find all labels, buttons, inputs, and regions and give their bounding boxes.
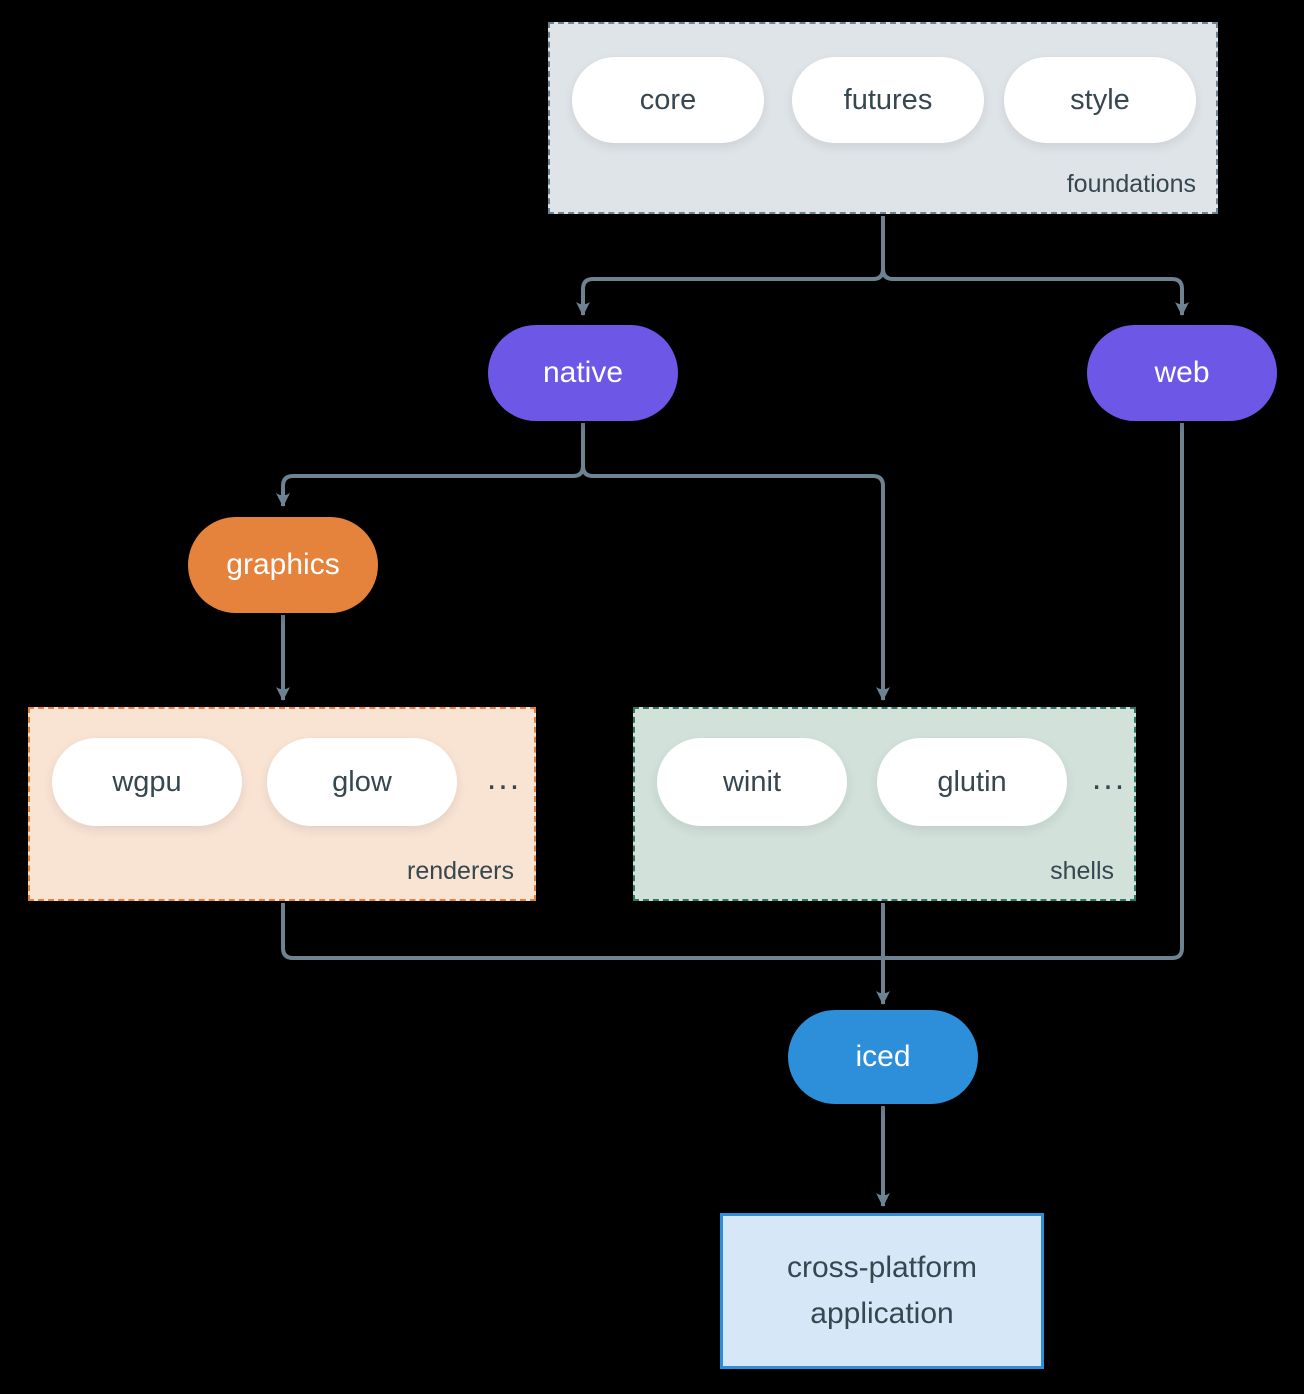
node-web: web bbox=[1087, 325, 1277, 421]
connector-foundations-web bbox=[881, 216, 1189, 316]
pill-style: style bbox=[1004, 57, 1196, 143]
node-application: cross-platform application bbox=[720, 1213, 1044, 1369]
connector-native-shells bbox=[581, 423, 890, 701]
group-shells: winit glutin ... shells bbox=[633, 707, 1136, 901]
shells-ellipsis: ... bbox=[1091, 759, 1127, 797]
renderers-ellipsis: ... bbox=[486, 759, 522, 797]
group-label-renderers: renderers bbox=[407, 857, 514, 885]
pill-futures: futures bbox=[792, 57, 984, 143]
pill-winit: winit bbox=[657, 738, 847, 826]
pill-wgpu: wgpu bbox=[52, 738, 242, 826]
node-native: native bbox=[488, 325, 678, 421]
pill-core: core bbox=[572, 57, 764, 143]
node-iced: iced bbox=[788, 1010, 978, 1104]
group-label-foundations: foundations bbox=[1066, 170, 1196, 198]
connector-native-graphics bbox=[276, 423, 585, 507]
connector-renderers-merge bbox=[281, 903, 883, 960]
connector-foundations-native bbox=[576, 216, 885, 316]
group-foundations: core futures style foundations bbox=[548, 22, 1218, 214]
group-label-shells: shells bbox=[1050, 857, 1114, 885]
node-graphics: graphics bbox=[188, 517, 378, 613]
pill-glow: glow bbox=[267, 738, 457, 826]
group-renderers: wgpu glow ... renderers bbox=[28, 707, 536, 901]
pill-glutin: glutin bbox=[877, 738, 1067, 826]
